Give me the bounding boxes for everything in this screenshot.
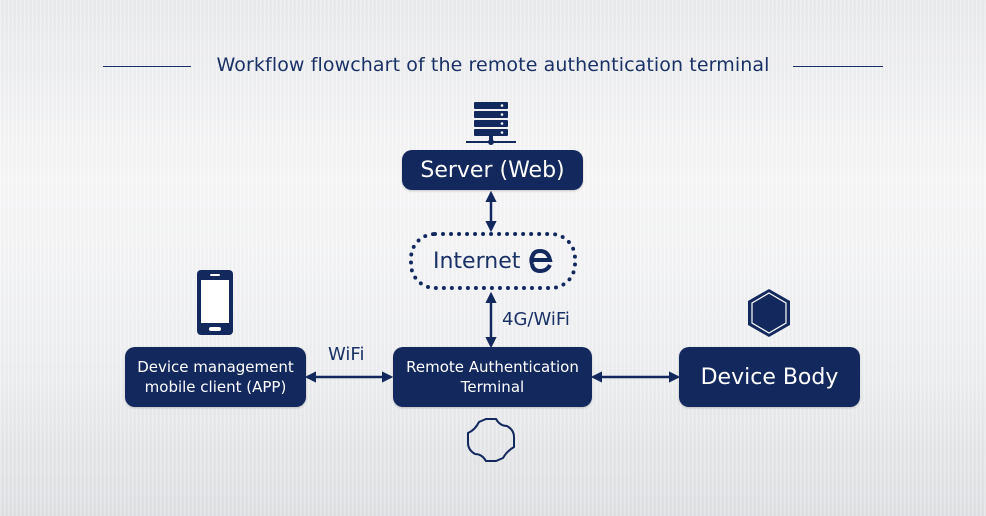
app-label-line1: Device management [137,358,294,376]
terminal-label-line1: Remote Authentication [406,358,579,376]
server-node: Server (Web) [402,150,583,190]
cross-shape-icon [467,418,515,462]
title-row: Workflow flowchart of the remote authent… [0,50,986,84]
server-icon [466,102,516,145]
device-label: Device Body [700,364,839,390]
terminal-node: Remote Authentication Terminal [393,347,592,407]
diagram-title: Workflow flowchart of the remote authent… [216,54,770,76]
hexagon-icon [748,289,790,337]
edge-label-wifi: WiFi [328,344,365,365]
device-node: Device Body [679,347,860,407]
title-line-right [793,66,883,67]
title-line-left [103,66,191,67]
terminal-label-line2: Terminal [460,378,525,396]
server-label: Server (Web) [420,157,565,183]
app-node: Device management mobile client (APP) [125,347,306,407]
internet-e-icon [529,248,553,274]
app-label-line2: mobile client (APP) [144,378,287,396]
edge-label-4g-wifi: 4G/WiFi [502,309,570,330]
internet-node: Internet [409,232,577,290]
smartphone-icon [197,270,233,335]
internet-label: Internet [433,248,521,274]
